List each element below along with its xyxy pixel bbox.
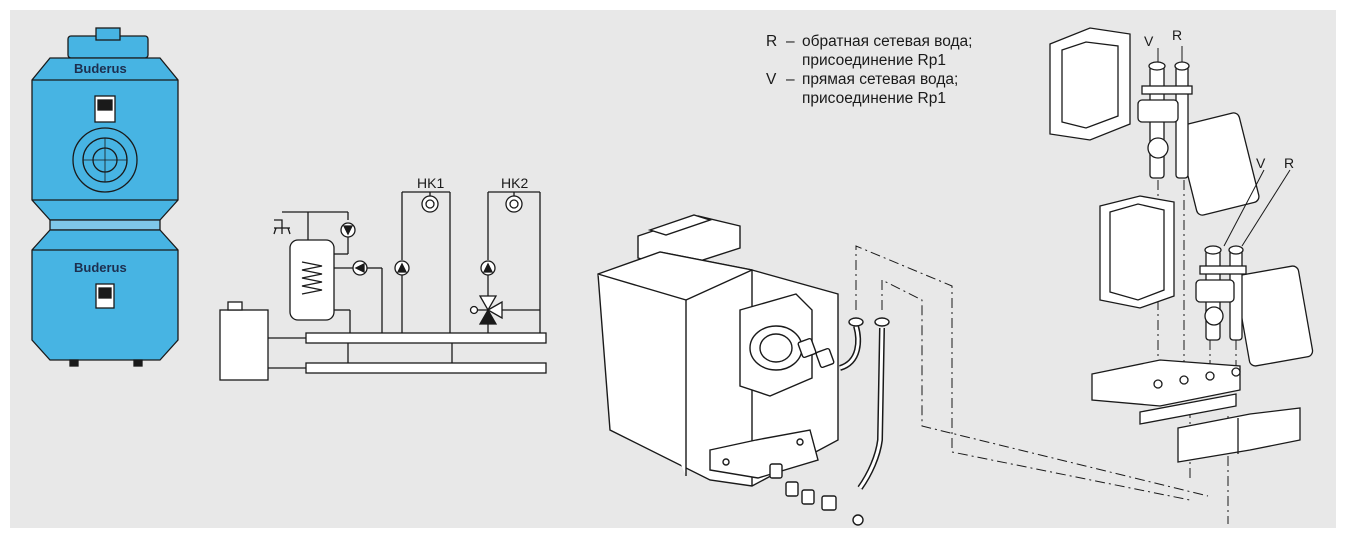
legend-line2: присоединение Rp1 (802, 90, 946, 107)
label-upper-r: R (1172, 27, 1182, 43)
boiler-illustration: Buderus Buderus (31, 27, 179, 367)
legend-item-r: R–обратная сетевая вода; (766, 32, 972, 51)
boiler-brand-bottom: Buderus (74, 260, 127, 275)
circuit-label-hk1: HK1 (417, 175, 444, 191)
legend-key: V (766, 71, 777, 88)
legend-key: R (766, 33, 778, 50)
label-upper-v: V (1144, 33, 1154, 49)
pump-group-assembly (1049, 27, 1314, 463)
legend-line1: прямая сетевая вода; (802, 71, 959, 88)
diagram-canvas: Buderus Buderus (10, 10, 1336, 528)
boiler-exploded-view (597, 214, 890, 526)
legend-dash: – (786, 33, 795, 50)
connection-lines (855, 140, 1237, 524)
legend-dash: – (786, 71, 795, 88)
label-lower-r: R (1284, 155, 1294, 171)
label-lower-v: V (1256, 155, 1266, 171)
assembly-leader-lines (1157, 46, 1291, 247)
legend-line2: присоединение Rp1 (802, 52, 946, 69)
boiler-brand-top: Buderus (74, 61, 127, 76)
legend: R–обратная сетевая вода; присоединение R… (766, 32, 972, 108)
circuit-label-hk2: HK2 (501, 175, 528, 191)
hydraulic-schematic (219, 191, 547, 381)
legend-item-v: V–прямая сетевая вода; (766, 70, 972, 89)
diagram-svg: Buderus Buderus (31, 27, 1314, 526)
legend-line1: обратная сетевая вода; (802, 33, 973, 50)
